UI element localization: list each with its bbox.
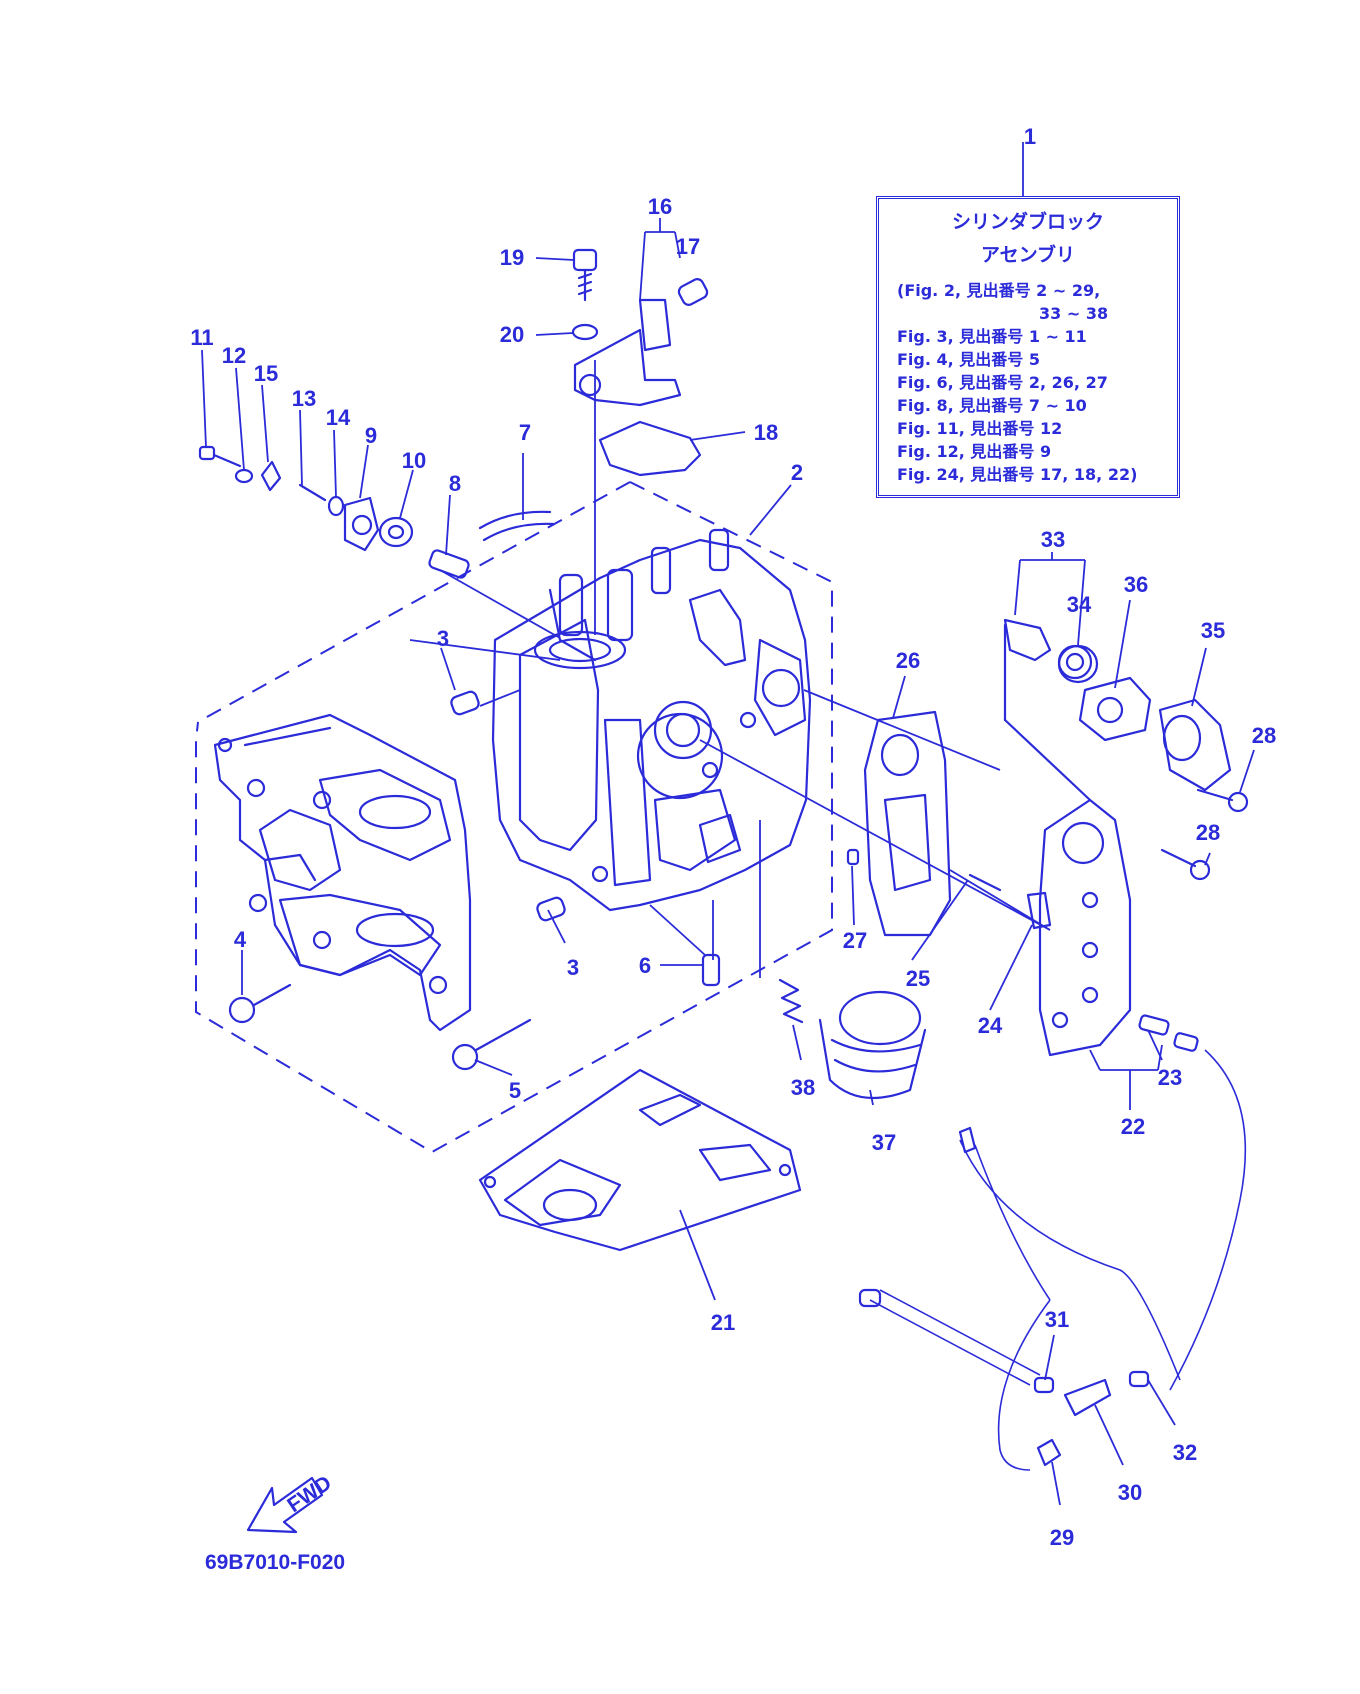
- cylinder-block: [491, 528, 812, 912]
- callout-32: 32: [1173, 1440, 1197, 1465]
- thermostat-parts: [1003, 618, 1232, 802]
- legend-line: Fig. 12, 見出番号 9: [897, 442, 1052, 461]
- small-parts: [198, 248, 1249, 1071]
- callout-6: 6: [639, 953, 651, 978]
- callout-30: 30: [1118, 1480, 1142, 1505]
- crankcase-gasket: [478, 1068, 802, 1252]
- cover-gasket: [863, 710, 952, 937]
- callout-16: 16: [648, 194, 672, 219]
- callout-11: 11: [190, 325, 213, 350]
- callout-24: 24: [978, 1013, 1003, 1038]
- relief-spring: [778, 978, 804, 1024]
- legend-line: Fig. 6, 見出番号 2, 26, 27: [897, 373, 1108, 392]
- callout-1: 1: [1024, 124, 1036, 149]
- callout-18: 18: [754, 420, 778, 445]
- legend-line: Fig. 8, 見出番号 7 ~ 10: [897, 396, 1087, 415]
- callout-31: 31: [1045, 1307, 1069, 1332]
- crankcase: [213, 713, 472, 1032]
- callout-28b: 28: [1196, 820, 1220, 845]
- callout-10: 10: [402, 448, 426, 473]
- callout-22: 22: [1121, 1114, 1145, 1139]
- callout-9: 9: [365, 423, 377, 448]
- legend-line: Fig. 3, 見出番号 1 ~ 11: [897, 327, 1087, 346]
- callout-27: 27: [843, 928, 867, 953]
- callout-25: 25: [906, 966, 930, 991]
- callout-34: 34: [1067, 592, 1092, 617]
- callout-26: 26: [896, 648, 920, 673]
- legend-title-line2: アセンブリ: [980, 244, 1076, 266]
- callout-13: 13: [292, 386, 316, 411]
- fwd-label: FWD: [283, 1471, 336, 1517]
- callout-3b: 3: [567, 955, 579, 980]
- callout-15: 15: [254, 361, 278, 386]
- oil-hoses: [858, 1049, 1247, 1471]
- callout-38: 38: [791, 1075, 815, 1100]
- callout-28a: 28: [1252, 723, 1276, 748]
- callout-5: 5: [509, 1078, 521, 1103]
- assembly-outline: [195, 481, 833, 1154]
- legend-title-line1: シリンダブロック: [951, 211, 1104, 233]
- callout-36: 36: [1124, 572, 1148, 597]
- fwd-arrow-icon: FWD: [246, 1471, 336, 1534]
- callout-23: 23: [1158, 1065, 1182, 1090]
- callout-leaders: [201, 142, 1255, 1506]
- callout-19: 19: [500, 245, 524, 270]
- explode-lines: [409, 360, 1051, 978]
- callout-21: 21: [711, 1310, 735, 1335]
- callout-2: 2: [791, 460, 803, 485]
- figure-reference: 69B7010-F020: [205, 1551, 345, 1574]
- legend-line: Fig. 24, 見出番号 17, 18, 22): [897, 465, 1138, 484]
- callout-29: 29: [1050, 1525, 1074, 1550]
- oil-filter: [818, 990, 927, 1100]
- callout-33: 33: [1041, 527, 1065, 552]
- callout-14: 14: [326, 405, 351, 430]
- exhaust-cover: [1038, 798, 1132, 1057]
- callout-17: 17: [676, 234, 700, 259]
- legend-line: Fig. 11, 見出番号 12: [897, 419, 1063, 438]
- legend-line: (Fig. 2, 見出番号 2 ~ 29,: [897, 281, 1101, 300]
- legend-line: 33 ~ 38: [1039, 304, 1109, 323]
- callout-4: 4: [234, 927, 247, 952]
- legend-line: Fig. 4, 見出番号 5: [897, 350, 1041, 369]
- callout-12: 12: [222, 343, 246, 368]
- callout-3a: 3: [437, 626, 449, 651]
- callout-8: 8: [449, 471, 461, 496]
- legend-box: シリンダブロック アセンブリ (Fig. 2, 見出番号 2 ~ 29, 33 …: [876, 196, 1180, 498]
- callout-7: 7: [519, 420, 531, 445]
- callout-37: 37: [872, 1130, 896, 1155]
- callout-35: 35: [1201, 618, 1225, 643]
- callout-numbers: 1 2 3 3 4 5 6 7 8 9 10 11 12 13 14 15 16…: [190, 124, 1276, 1550]
- callout-20: 20: [500, 322, 524, 347]
